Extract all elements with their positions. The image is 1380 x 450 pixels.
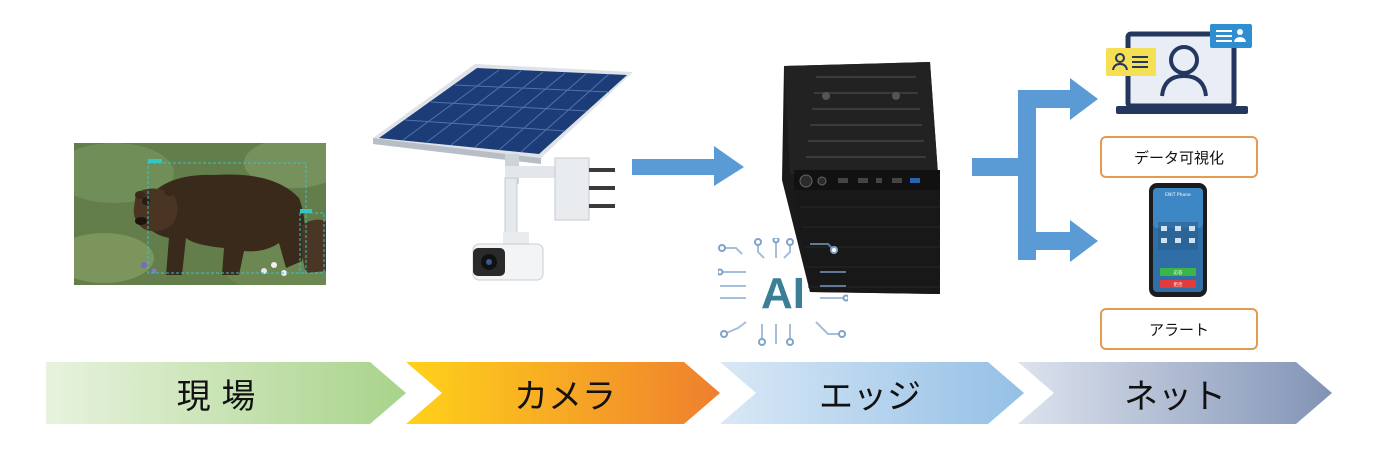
stage-chevron-edge	[720, 362, 1024, 424]
phone-answer-button: 応答	[1174, 269, 1183, 276]
field-camera-photo	[74, 143, 326, 285]
phone-reject-button: 拒否	[1174, 281, 1183, 288]
ai-label: AI	[761, 269, 805, 318]
solar-camera-illustration	[365, 58, 635, 288]
arrow-camera-to-edge	[632, 146, 744, 186]
stage-label-camera: カメラ	[514, 376, 616, 417]
visualization-label: データ可視化	[1133, 148, 1224, 167]
smartphone-illustration: ENIT Phone 応答 拒否	[1148, 182, 1208, 298]
alert-label-box: アラート	[1100, 308, 1258, 350]
stage-chevron-net	[1018, 362, 1332, 424]
bear-photo-illustration	[74, 143, 326, 285]
monitor-visualization-illustration	[1106, 20, 1256, 120]
stage-chevron-camera	[406, 362, 720, 424]
stage-label-edge: エッジ	[819, 376, 921, 417]
edge-pc-illustration	[780, 62, 970, 294]
phone-brand: ENIT Phone	[1165, 192, 1191, 198]
stage-chevron-field	[46, 362, 406, 424]
visualization-label-box: データ可視化	[1100, 136, 1258, 178]
stage-label-field: 現 場	[176, 376, 256, 417]
ai-chip-icon: AI	[716, 236, 850, 348]
stage-label-net: ネット	[1124, 376, 1226, 417]
arrow-edge-to-net-fork	[972, 78, 1098, 262]
alert-label: アラート	[1148, 320, 1209, 339]
